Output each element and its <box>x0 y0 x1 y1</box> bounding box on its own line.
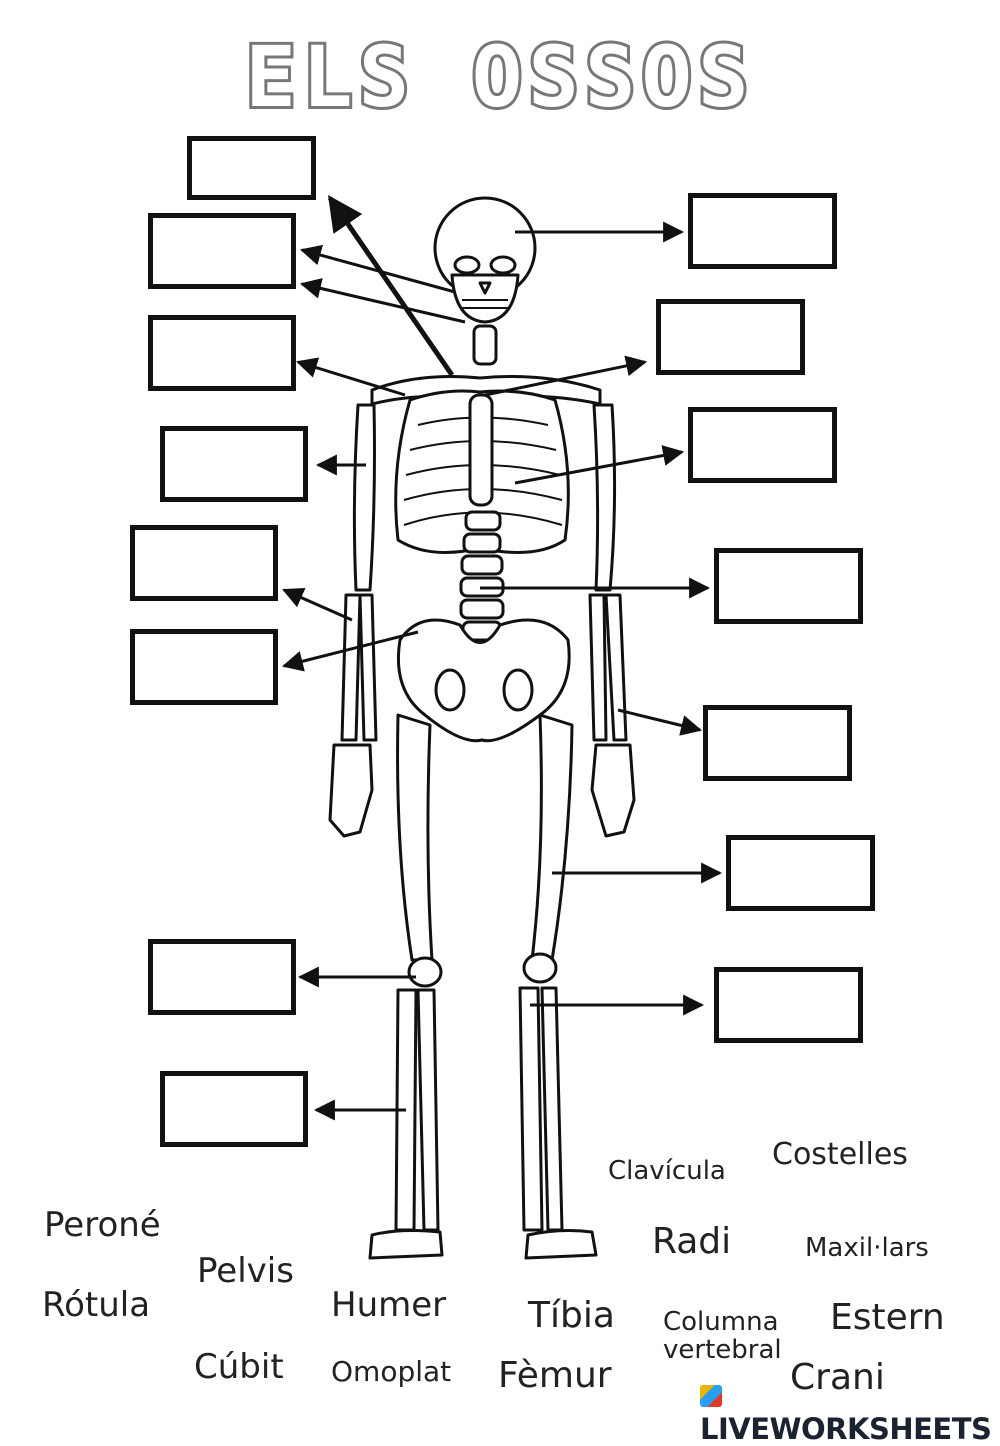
answer-box-1[interactable] <box>187 136 316 200</box>
worksheet-title: ELS OSSOS <box>242 25 755 129</box>
word-cubit[interactable]: Cúbit <box>194 1347 284 1387</box>
word-clavicula[interactable]: Clavícula <box>608 1156 726 1186</box>
answer-box-12[interactable] <box>714 548 863 624</box>
word-humer[interactable]: Humer <box>331 1285 447 1325</box>
word-estern[interactable]: Estern <box>830 1297 945 1338</box>
word-omoplat[interactable]: Omoplat <box>331 1355 452 1388</box>
skeleton-drawing <box>328 196 636 1260</box>
skeleton-illustration <box>281 195 723 1260</box>
answer-box-11[interactable] <box>688 407 837 483</box>
answer-box-5[interactable] <box>130 525 278 601</box>
word-crani[interactable]: Crani <box>790 1357 885 1398</box>
answer-box-14[interactable] <box>726 835 875 911</box>
word-radi[interactable]: Radi <box>652 1221 732 1262</box>
word-columna-vertebral-line2[interactable]: vertebral <box>663 1335 782 1365</box>
answer-box-7[interactable] <box>148 939 296 1015</box>
word-perone[interactable]: Peroné <box>44 1205 161 1245</box>
answer-box-15[interactable] <box>714 967 863 1043</box>
word-maxillars[interactable]: Maxil·lars <box>805 1233 929 1263</box>
answer-box-3[interactable] <box>148 315 296 391</box>
pointer-arrows <box>281 195 723 1121</box>
answer-box-6[interactable] <box>130 629 278 705</box>
answer-box-13[interactable] <box>703 705 852 781</box>
liveworksheets-watermark[interactable]: LIVEWORKSHEETS <box>700 1378 1000 1446</box>
word-pelvis[interactable]: Pelvis <box>197 1251 294 1291</box>
word-femur[interactable]: Fèmur <box>498 1355 612 1396</box>
answer-box-4[interactable] <box>160 426 308 502</box>
word-rotula[interactable]: Rótula <box>42 1285 151 1325</box>
watermark-text: LIVEWORKSHEETS <box>700 1412 992 1446</box>
word-costelles[interactable]: Costelles <box>772 1137 908 1172</box>
answer-box-9[interactable] <box>688 193 837 269</box>
answer-box-8[interactable] <box>160 1071 308 1147</box>
word-tibia[interactable]: Tíbia <box>528 1295 615 1336</box>
answer-box-2[interactable] <box>148 213 296 289</box>
word-columna-vertebral-line1[interactable]: Columna <box>663 1307 779 1337</box>
liveworksheets-logo-icon <box>700 1385 722 1407</box>
answer-box-10[interactable] <box>656 299 805 375</box>
